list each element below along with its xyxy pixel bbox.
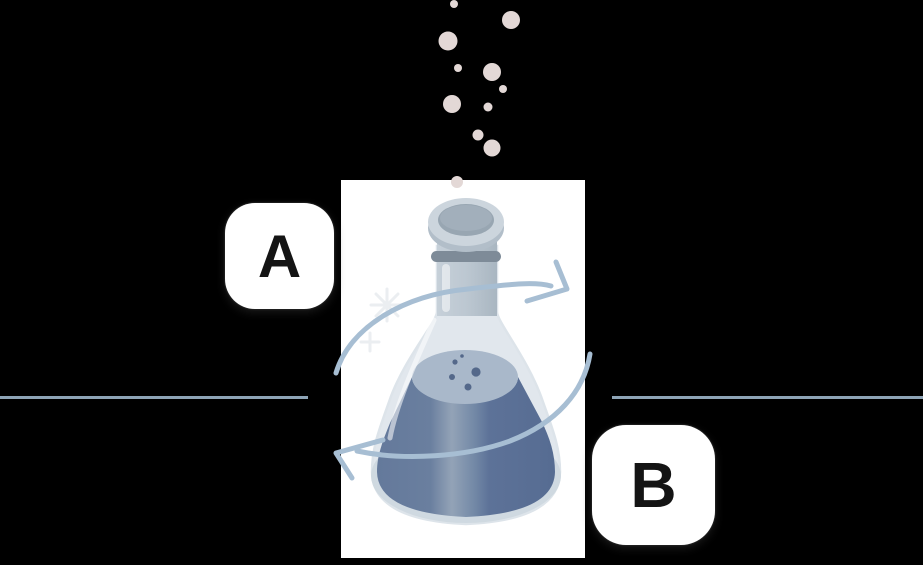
- bubble: [438, 31, 458, 51]
- flask-mouth-shadow: [440, 205, 492, 231]
- divider-line-left: [0, 396, 308, 399]
- bubble: [443, 95, 461, 113]
- bubble: [499, 85, 507, 93]
- flask-neck-highlight: [442, 264, 450, 312]
- bubble: [454, 64, 462, 72]
- flask-neck-band: [431, 251, 501, 262]
- bubble: [483, 102, 493, 112]
- label-badge-b-text: B: [630, 449, 677, 521]
- bubble: [450, 0, 458, 8]
- erlenmeyer-flask-icon: [359, 198, 562, 526]
- flask-liquid-surface: [412, 350, 518, 404]
- label-badge-a[interactable]: A: [225, 203, 334, 309]
- sparkle-doodles-icon: [359, 287, 405, 353]
- bubble: [483, 63, 501, 81]
- bubble: [502, 11, 520, 29]
- flask-illustration-card: [341, 180, 585, 558]
- divider-line-right: [612, 396, 923, 399]
- label-badge-b[interactable]: B: [592, 425, 715, 545]
- bubble: [472, 129, 484, 141]
- label-badge-a-text: A: [257, 222, 302, 290]
- bubble: [483, 139, 501, 157]
